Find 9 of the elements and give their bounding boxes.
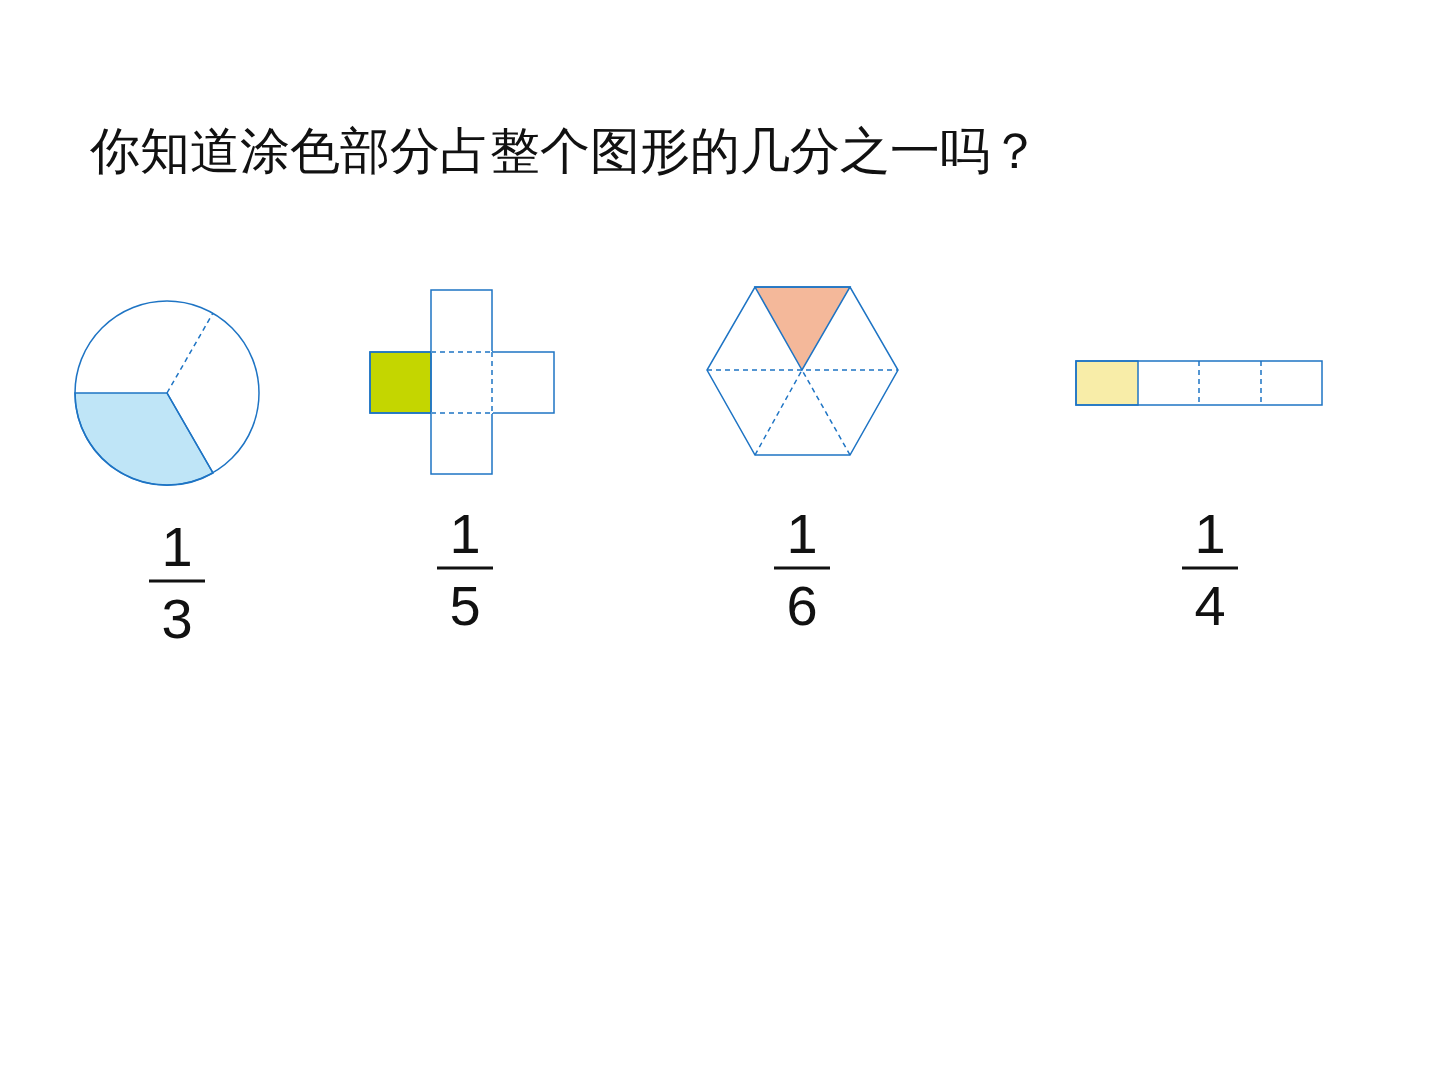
fraction-denominator: 5	[448, 578, 482, 634]
fraction-denominator: 3	[160, 591, 194, 647]
fraction-denominator: 4	[1193, 578, 1227, 634]
fraction-numerator: 1	[160, 519, 194, 575]
fraction-numerator: 1	[448, 506, 482, 562]
fraction-numerator: 1	[785, 506, 819, 562]
fraction-numerator: 1	[1193, 506, 1227, 562]
fraction-denominator: 6	[785, 578, 819, 634]
question-title: 你知道涂色部分占整个图形的几分之一吗？	[90, 121, 1040, 182]
